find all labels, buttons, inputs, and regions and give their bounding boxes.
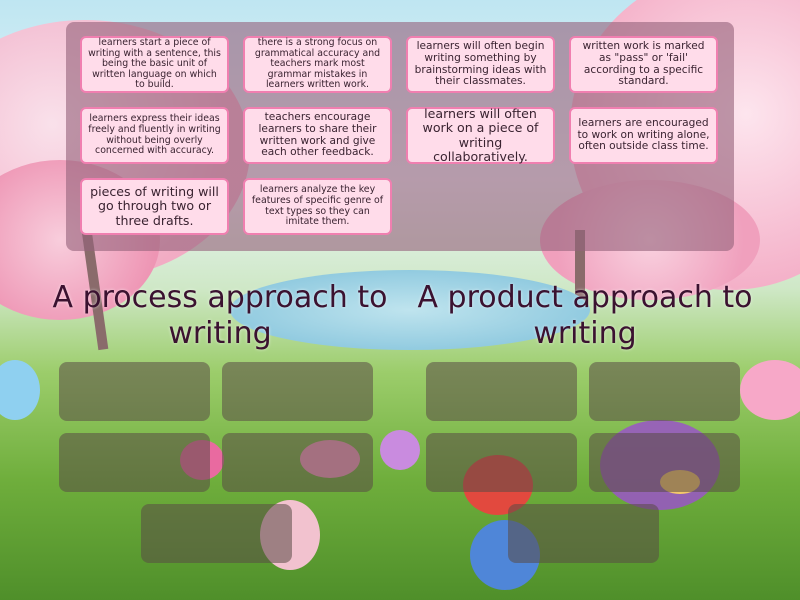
draggable-card[interactable]: pieces of writing will go through two or… — [80, 178, 229, 235]
drop-zone-process[interactable] — [222, 362, 373, 421]
tree-trunk — [575, 230, 585, 310]
lake — [230, 270, 590, 350]
draggable-card[interactable]: learners are encouraged to work on writi… — [569, 107, 718, 164]
draggable-card[interactable]: learners will often begin writing someth… — [406, 36, 555, 93]
flower — [0, 360, 40, 420]
drop-zone-product[interactable] — [426, 433, 577, 492]
draggable-card[interactable]: there is a strong focus on grammatical a… — [243, 36, 392, 93]
drop-zone-process[interactable] — [59, 362, 210, 421]
draggable-card[interactable]: learners express their ideas freely and … — [80, 107, 229, 164]
flower — [380, 430, 420, 470]
drop-zone-product[interactable] — [508, 504, 659, 563]
drop-zone-process[interactable] — [141, 504, 292, 563]
draggable-card[interactable]: teachers encourage learners to share the… — [243, 107, 392, 164]
drop-zone-product[interactable] — [589, 362, 740, 421]
category-heading-process: A process approach to writing — [52, 280, 388, 351]
draggable-card[interactable]: written work is marked as "pass" or 'fai… — [569, 36, 718, 93]
draggable-card[interactable]: learners will often work on a piece of w… — [406, 107, 555, 164]
draggable-card[interactable]: learners analyze the key features of spe… — [243, 178, 392, 235]
category-heading-product: A product approach to writing — [417, 280, 753, 351]
drop-zone-process[interactable] — [59, 433, 210, 492]
draggable-card[interactable]: learners start a piece of writing with a… — [80, 36, 229, 93]
word-bank: learners start a piece of writing with a… — [66, 22, 734, 251]
drop-zone-product[interactable] — [589, 433, 740, 492]
drop-zone-product[interactable] — [426, 362, 577, 421]
drop-zone-process[interactable] — [222, 433, 373, 492]
flower — [740, 360, 800, 420]
